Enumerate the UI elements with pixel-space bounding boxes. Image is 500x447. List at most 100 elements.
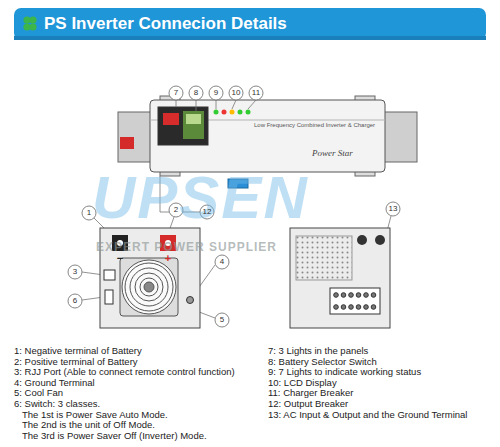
part-description: 8: Battery Selector Switch (268, 357, 377, 368)
watermark: EXPERT POWER SUPPLIER (96, 240, 277, 254)
cool-fan (122, 260, 176, 314)
inverter-top-view (118, 112, 152, 162)
inverter-top-view (163, 113, 179, 125)
part-description: The 2nd is the unit of Off Mode. (22, 420, 155, 431)
part-description: 13: AC Input & Output and the Ground Ter… (268, 410, 467, 421)
part-description: 2: Positive terminal of Battery (14, 357, 138, 368)
brand-name: Power Star (312, 148, 353, 158)
callout-circle (209, 86, 223, 100)
part-description: 10: LCD Display (268, 378, 337, 389)
inverter-top-view (183, 111, 204, 139)
part-description: The 1st is Power Save Auto Mode. (22, 410, 168, 421)
inverter-top-view (158, 107, 208, 145)
inverter-top-view (222, 110, 227, 115)
callout-circle (169, 86, 183, 100)
callout-number: 7 (169, 86, 183, 100)
callout-number: 1 (82, 206, 96, 220)
part-description: 5: Cool Fan (14, 388, 63, 399)
title-bar (14, 8, 486, 40)
ac-side-panel (364, 293, 369, 298)
ac-side-panel (341, 305, 346, 310)
ac-side-panel (290, 228, 390, 328)
cool-fan (140, 278, 158, 296)
callout-number: 4 (215, 255, 229, 269)
callout-number: 3 (68, 265, 82, 279)
ac-side-panel (356, 305, 361, 310)
callout-circle (189, 86, 203, 100)
inverter-top-view (383, 112, 417, 162)
ac-side-panel (341, 293, 346, 298)
ac-side-panel (334, 305, 339, 310)
callout-number: 11 (249, 86, 263, 100)
title-bar (14, 36, 486, 40)
callout-number: 2 (169, 203, 183, 217)
polarity-sign: + (165, 253, 171, 264)
ac-side-panel (371, 293, 376, 298)
part-description: 3: RJJ Port (Able to connect remote cont… (14, 367, 235, 378)
part-description: The 3rd is Power Saver Off (Inverter) Mo… (22, 431, 207, 442)
cool-fan (130, 268, 168, 306)
cool-fan (120, 258, 178, 316)
cool-fan (135, 273, 163, 301)
ac-side-panel (371, 305, 376, 310)
clover-icon (23, 16, 36, 30)
callout-number: 6 (68, 294, 82, 308)
polarity-sign: − (117, 253, 123, 264)
ac-side-panel (356, 293, 361, 298)
title-bar (14, 8, 486, 40)
callout-number: 8 (189, 86, 203, 100)
callout-number: 13 (386, 202, 400, 216)
ac-side-panel (330, 288, 380, 314)
inverter-top-view (186, 114, 201, 124)
leader-line (216, 100, 217, 109)
ac-side-panel (349, 293, 354, 298)
cool-fan (125, 263, 173, 311)
part-description: 12: Output Breaker (268, 399, 348, 410)
ac-side-panel (290, 228, 390, 328)
battery-side-panel (105, 290, 113, 304)
callout-number: 10 (229, 86, 243, 100)
cool-fan (120, 258, 178, 316)
ac-side-panel (364, 305, 369, 310)
leader-line (196, 100, 197, 111)
callout-circle (68, 86, 400, 327)
leader-line (248, 100, 256, 109)
inverter-top-view (150, 100, 385, 172)
leader-line (176, 100, 177, 107)
inverter-top-view (238, 110, 243, 115)
callout-circle (68, 294, 82, 308)
inverter-top-view (214, 110, 219, 115)
title-text: PS Inverter Connecion Details (44, 14, 287, 34)
leader-line (232, 100, 236, 109)
part-description: 1: Negative terminal of Battery (14, 346, 142, 357)
callout-circle (249, 86, 263, 100)
cool-fan (144, 282, 154, 292)
callout-number: 12 (200, 205, 214, 219)
callout-circle (229, 86, 243, 100)
part-description: 11: Charger Breaker (268, 388, 353, 399)
cool-fan (125, 263, 173, 311)
callout-circle (215, 255, 229, 269)
clover-icon (29, 16, 36, 23)
part-description: 4: Ground Terminal (14, 378, 95, 389)
part-description: 9: 7 Lights to indicate working status (268, 367, 421, 378)
ac-side-panel (349, 305, 354, 310)
callout-number: 5 (215, 313, 229, 327)
part-description: 6: Switch: 3 classes. (14, 399, 100, 410)
inverter-top-view (246, 110, 251, 115)
ac-side-panel (334, 293, 339, 298)
ac-side-panel (334, 293, 376, 310)
callout-number: 9 (209, 86, 223, 100)
ac-side-panel (357, 235, 367, 245)
battery-side-panel (104, 270, 115, 280)
callout-circle (68, 265, 82, 279)
ac-side-panel (296, 236, 352, 280)
battery-side-panel (187, 297, 194, 304)
clover-icon (29, 23, 36, 30)
callout-circle (386, 202, 400, 216)
watermark: UPSEN (92, 168, 309, 228)
ac-side-panel (375, 235, 385, 245)
callout-circle (215, 313, 229, 327)
inverter-top-view (120, 137, 134, 149)
